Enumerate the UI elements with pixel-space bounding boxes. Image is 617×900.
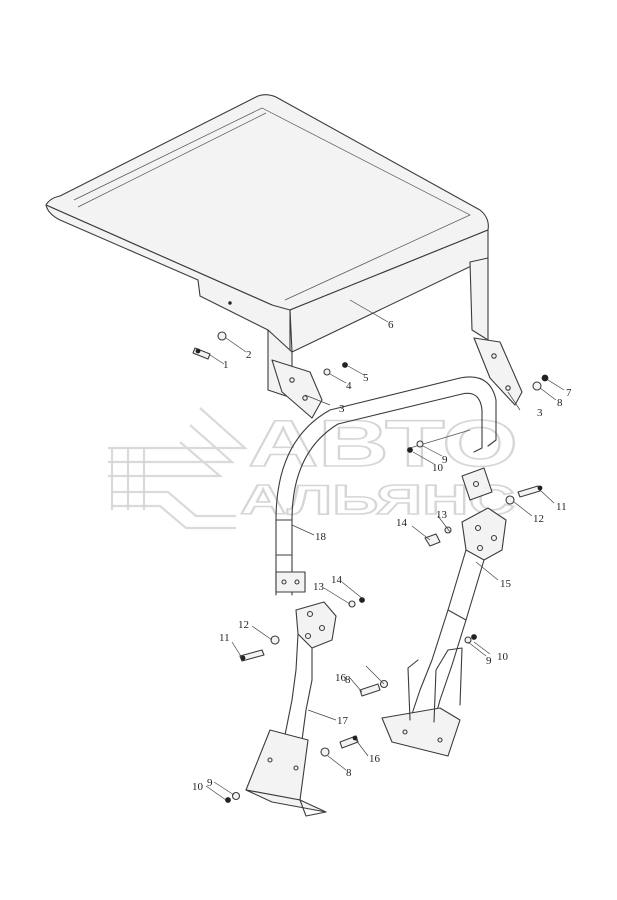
canopy-bracket-right [473,337,523,406]
watermark-text-line1: АВТО [248,406,518,480]
callout-2: 2 [246,349,252,361]
callout-16-left-post: 16 [369,753,381,765]
callout-10-top: 10 [432,462,444,474]
callout-13-left: 13 [313,581,325,593]
canopy-bracket-left [271,359,323,419]
callout-18: 18 [315,531,327,543]
callout-15: 15 [500,578,512,590]
callout-5: 5 [363,372,369,384]
callout-17: 17 [337,715,349,727]
fasteners [192,331,549,803]
callout-13-right: 13 [436,509,448,521]
callout-8-top: 8 [557,397,563,409]
canopy-roof [45,94,489,399]
callout-8-right-post: 8 [345,674,351,686]
callout-9-top: 9 [442,454,448,466]
callout-12-right: 12 [533,513,544,525]
callout-11-right: 11 [556,501,567,513]
watermark-logo-icon [108,407,248,530]
callout-16-right-post: 16 [335,672,347,684]
left-post [245,601,337,817]
callout-10-left-post: 10 [192,781,204,793]
leader-lines [205,299,565,801]
roll-bar-frame [275,376,497,596]
callout-7: 7 [566,387,572,399]
callout-9-right-post: 9 [486,655,492,667]
callout-4: 4 [346,380,352,392]
callout-14-right: 14 [396,517,408,529]
callout-12-left: 12 [238,619,249,631]
callout-3-left: 3 [339,403,345,415]
callout-6: 6 [388,319,394,331]
callout-8-left-post: 8 [346,767,352,779]
watermark: АВТО АЛЬЯНС [108,405,519,530]
callout-labels: 1 2 3 3 4 5 6 7 8 8 8 9 9 9 10 10 10 11 … [192,319,572,793]
callout-10-right-post: 10 [497,651,509,663]
callout-11-left: 11 [219,632,230,644]
callout-1: 1 [223,359,229,371]
callout-3-right: 3 [537,407,543,419]
callout-14-left: 14 [331,574,343,586]
callout-9-left-post: 9 [207,777,213,789]
right-post [381,507,507,757]
